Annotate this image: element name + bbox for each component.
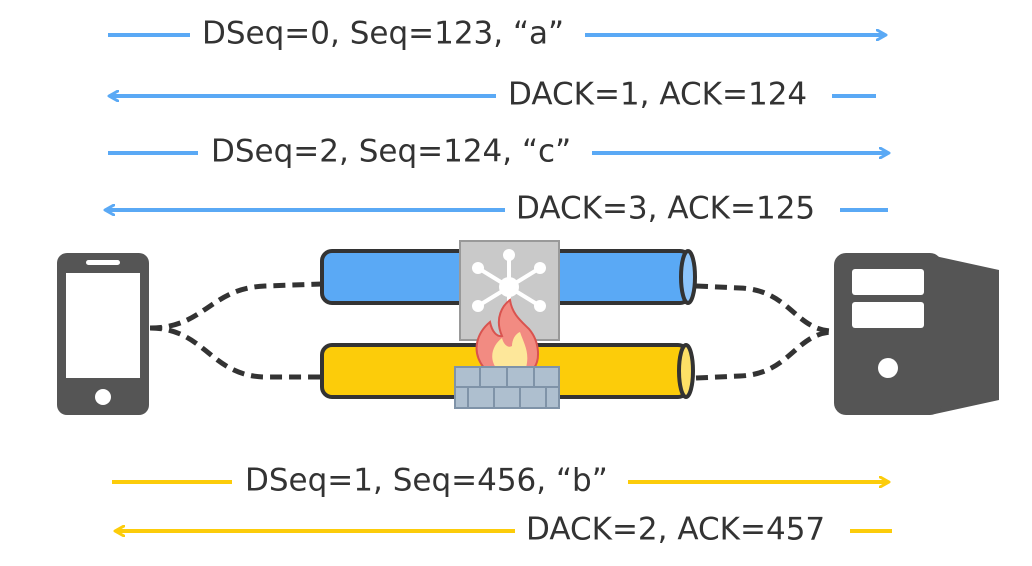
message-row-1: DSeq=0, Seq=123, “a” [108, 16, 885, 52]
message-row-2: DACK=1, ACK=124 [110, 77, 876, 113]
dashed-links [149, 281, 833, 381]
message-label: DACK=1, ACK=124 [508, 77, 807, 113]
firewall-icon [454, 298, 560, 409]
message-label: DSeq=2, Seq=124, “c” [211, 134, 571, 170]
message-row-3: DSeq=2, Seq=124, “c” [108, 134, 888, 170]
server-link-top [695, 283, 833, 334]
message-row-4: DACK=3, ACK=125 [106, 191, 888, 227]
flame-inner [492, 332, 528, 368]
message-label: DACK=3, ACK=125 [516, 191, 815, 227]
server-link-bottom [695, 329, 833, 381]
message-label: DACK=2, ACK=457 [526, 512, 825, 548]
client-link-bottom [149, 325, 322, 380]
server-tower-icon [834, 253, 999, 415]
smartphone-icon [57, 253, 149, 415]
message-row-5: DSeq=1, Seq=456, “b” [112, 463, 888, 499]
message-row-6: DACK=2, ACK=457 [116, 512, 892, 548]
message-label: DSeq=0, Seq=123, “a” [202, 16, 564, 52]
network-switch-icon [459, 240, 560, 341]
message-label: DSeq=1, Seq=456, “b” [245, 463, 608, 499]
client-link-top [149, 281, 323, 331]
